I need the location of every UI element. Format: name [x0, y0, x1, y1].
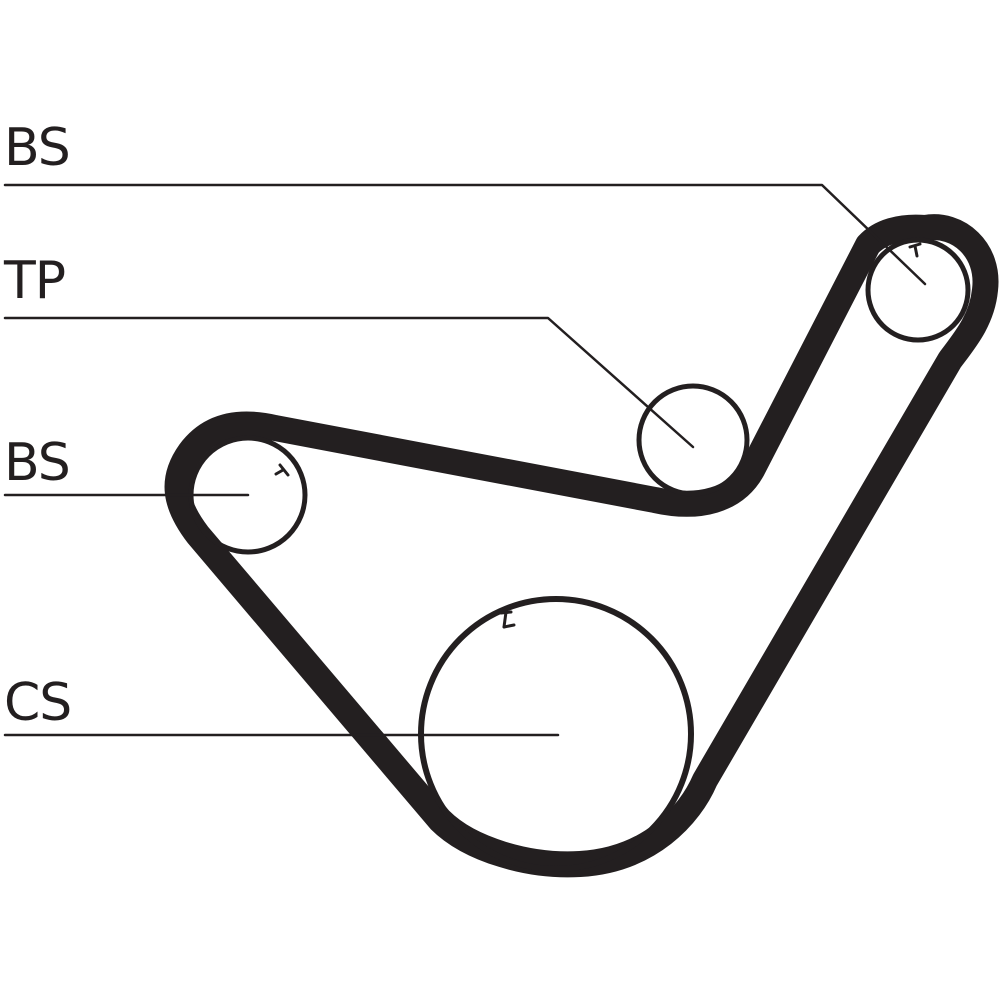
label-bs-top: BS [4, 118, 71, 178]
timing-mark-bs-top [908, 242, 922, 258]
label-cs: CS [4, 673, 72, 733]
label-bs-left: BS [4, 433, 71, 493]
leader-line-tp [3, 316, 695, 449]
pulley-bs-top [865, 237, 971, 343]
timing-mark-bs-left [274, 463, 290, 477]
timing-belt [164, 214, 999, 878]
timing-mark-cs [499, 610, 516, 629]
pulley-tp [636, 383, 750, 497]
leader-line-bs-top [3, 183, 927, 286]
label-tp: TP [4, 251, 66, 311]
